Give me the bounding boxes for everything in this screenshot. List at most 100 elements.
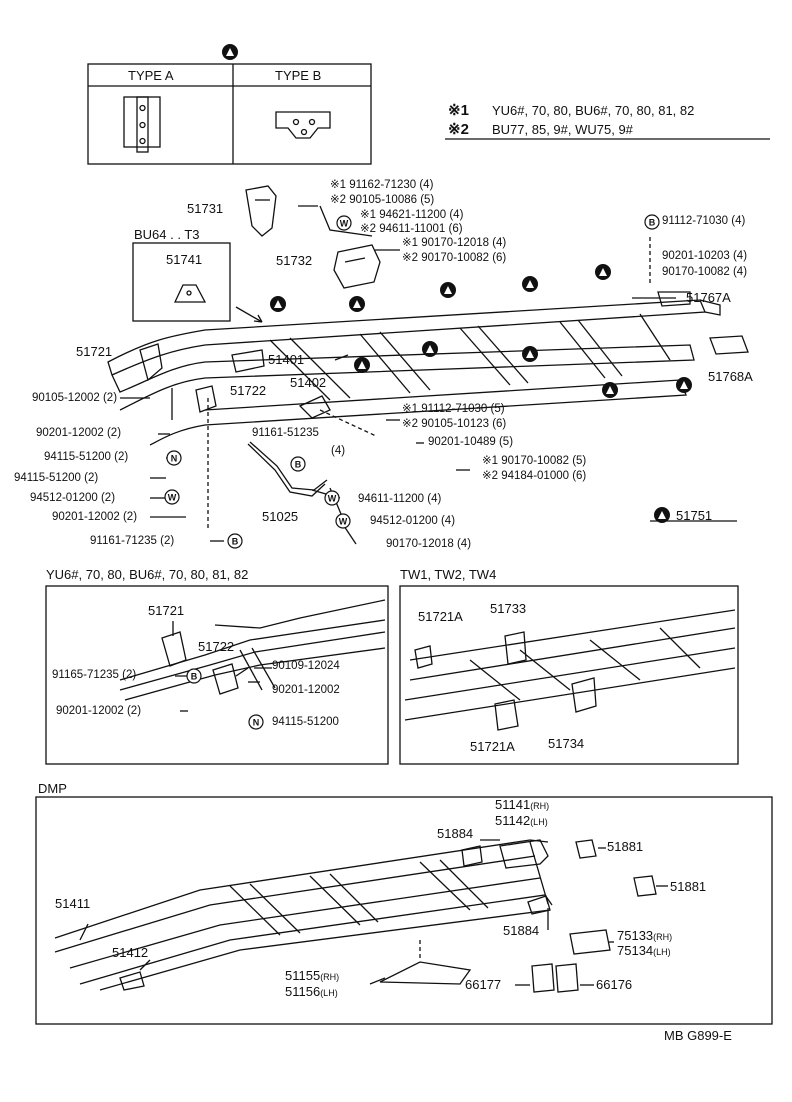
code-91161-51235: 91161-51235 [252, 427, 319, 439]
part-51768a: 51768A [708, 369, 753, 384]
yu-hanger-51721-icon [161, 631, 187, 667]
dmp-part-51155: 51155(RH) [285, 968, 340, 983]
type-a-bracket-icon [123, 96, 161, 153]
triangle-markers [222, 44, 692, 523]
dmp-part-75133: 75133(RH) [617, 928, 673, 943]
dmp-title: DMP [38, 781, 67, 796]
code-90170-10082-b: 90170-10082 (4) [662, 266, 748, 278]
yu-code-91165: 91165-71235 (2) [52, 669, 137, 681]
note1-mark: ※1 [448, 102, 469, 119]
hanger-51721-icon [139, 343, 163, 382]
n-marker: N [171, 454, 178, 464]
dmp-part-75134: 75134(LH) [617, 943, 671, 958]
part-51767a-icon [657, 291, 691, 307]
code-90170-12018-b: 90170-12018 (4) [386, 538, 472, 550]
part-51722: 51722 [230, 383, 267, 398]
tw-hanger-51733-icon [504, 631, 527, 665]
tw-hanger-top-icon [414, 645, 433, 669]
yu-part-51722: 51722 [198, 639, 235, 654]
arrow-icon [235, 306, 263, 323]
code-94512-b: 94512-01200 (4) [370, 515, 456, 527]
code-91161-51235-qty: (4) [331, 445, 346, 457]
code-90201-12002-a: 90201-12002 (2) [36, 427, 122, 439]
dmp-part-66176: 66176 [596, 977, 633, 992]
code-94621: ※1 94621-11200 (4) [360, 209, 464, 221]
hanger-51401-icon [231, 349, 265, 373]
dmp-part-75133-icon [569, 929, 611, 955]
code-190170: ※1 90170-10082 (5) [482, 455, 587, 467]
yu-code-90201-a: 90201-12002 [272, 684, 340, 696]
b-marker: B [295, 460, 302, 470]
dmp-part-51141: 51141(RH) [495, 797, 550, 812]
dmp-part-51881b-icon [633, 875, 657, 897]
dmp-part-51884a-icon [461, 845, 483, 867]
code-94115-a: 94115-51200 (2) [44, 451, 129, 463]
part-51401: 51401 [268, 352, 305, 367]
bracket-51741-icon [173, 284, 207, 303]
code-90201-10489: 90201-10489 (5) [428, 436, 514, 448]
code-91162: ※1 91162-71230 (4) [330, 179, 434, 191]
tw-hanger-bottom-icon [494, 699, 519, 731]
bu64-title: BU64 . . T3 [134, 227, 200, 242]
tw-frame-drawing [404, 609, 736, 731]
code-294184: ※2 94184-01000 (6) [482, 470, 587, 482]
code-94115-b: 94115-51200 (2) [14, 472, 99, 484]
part-51025: 51025 [262, 509, 299, 524]
bracket-51732-icon [333, 244, 381, 289]
yu-code-90109: 90109-12024 [272, 660, 340, 672]
part-51768a-icon [709, 335, 749, 355]
w-marker: W [328, 494, 337, 504]
dmp-part-51884-bottom: 51884 [503, 923, 540, 938]
dmp-part-51881-top: 51881 [607, 839, 644, 854]
yu-code-90201-b: 90201-12002 (2) [56, 705, 142, 717]
dmp-part-66176-icon [555, 963, 579, 993]
dmp-frame-drawing [54, 839, 668, 993]
b-marker: B [649, 218, 656, 228]
tw-box-title: TW1, TW2, TW4 [400, 567, 497, 582]
dmp-part-51412: 51412 [112, 945, 149, 960]
dmp-box [35, 796, 773, 1025]
type-a-label: TYPE A [128, 68, 174, 83]
hanger-51722-icon [195, 385, 217, 413]
code-94611-11200: 94611-11200 (4) [358, 493, 442, 505]
tw-hanger-51734-icon [571, 677, 597, 713]
code-191112: ※1 91112-71030 (5) [402, 403, 505, 415]
yu-frame-drawing [119, 599, 386, 712]
yu-box [45, 585, 389, 765]
dmp-part-66177-icon [531, 963, 555, 993]
bu64-box [132, 242, 231, 322]
dmp-part-66177: 66177 [465, 977, 502, 992]
tw-part-51734: 51734 [548, 736, 585, 751]
type-b-label: TYPE B [275, 68, 322, 83]
dmp-part-51884b-icon [527, 895, 551, 915]
dmp-part-51412-icon [119, 971, 145, 991]
circled-markers [164, 214, 660, 730]
w-marker: W [340, 219, 349, 229]
w-marker: W [339, 517, 348, 527]
code-90201-10203: 90201-10203 (4) [662, 250, 748, 262]
footer-code: MB G899-E [664, 1028, 732, 1043]
code-90105-10086: ※2 90105-10086 (5) [330, 194, 435, 206]
n-marker: N [253, 718, 260, 728]
code-90170-10082-a: ※2 90170-10082 (6) [402, 252, 507, 264]
note2-text: BU77, 85, 9#, WU75, 9# [492, 122, 633, 137]
code-91161-71235: 91161-71235 (2) [90, 535, 175, 547]
rod-51025-icon [247, 443, 326, 497]
dmp-part-51881-bottom: 51881 [670, 879, 707, 894]
bracket-51731-icon [245, 185, 277, 237]
dmp-part-51881a-icon [575, 839, 597, 859]
code-94611-11001: ※2 94611-11001 (6) [360, 223, 463, 235]
code-91112: 91112-71030 (4) [662, 215, 746, 227]
part-51732: 51732 [276, 253, 313, 268]
main-frame-drawing [107, 299, 721, 446]
yu-box-title: YU6#, 70, 80, BU6#, 70, 80, 81, 82 [46, 567, 249, 582]
dmp-part-51884-top: 51884 [437, 826, 474, 841]
code-94512-a: 94512-01200 (2) [30, 492, 116, 504]
yu-code-94115: 94115-51200 [272, 716, 339, 728]
part-51721: 51721 [76, 344, 113, 359]
code-90105-12002: 90105-12002 (2) [32, 392, 118, 404]
part-51731: 51731 [187, 201, 224, 216]
tw-box [399, 585, 739, 765]
tw-part-51721a-top: 51721A [418, 609, 463, 624]
w-marker: W [168, 493, 177, 503]
